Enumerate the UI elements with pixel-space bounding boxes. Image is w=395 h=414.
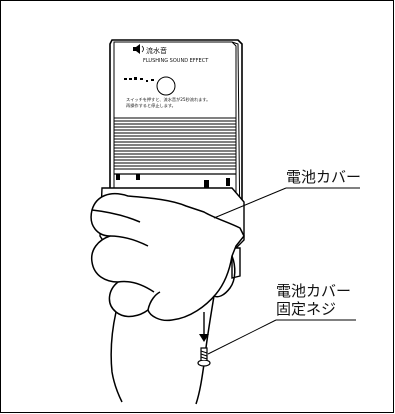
device-instruction-line1: スイッチを押すと、流水音が25秒流れます。 xyxy=(126,96,210,103)
device-subtitle-text: FLUSHING SOUND EFFECT xyxy=(143,58,209,64)
callout-fixing-screw: 電池カバー 固定ネジ xyxy=(207,282,356,355)
fixing-screw xyxy=(197,347,211,367)
screw-label-line1: 電池カバー xyxy=(276,282,351,300)
speaker-icon xyxy=(133,44,144,54)
device-brand-text: 流水音 xyxy=(146,46,167,55)
push-switch-button[interactable] xyxy=(156,76,176,96)
down-arrow-icon xyxy=(199,312,209,342)
hand-illustration xyxy=(90,192,245,405)
device-instruction-line2: 再操作すると停止します。 xyxy=(126,102,176,109)
battery-cover-label: 電池カバー xyxy=(286,168,361,186)
status-indicator-marks xyxy=(124,77,154,82)
battery-cover-slots xyxy=(114,173,236,188)
screw-label-line2: 固定ネジ xyxy=(276,300,336,318)
speaker-grille xyxy=(114,117,236,170)
callout-battery-cover: 電池カバー xyxy=(213,168,361,219)
